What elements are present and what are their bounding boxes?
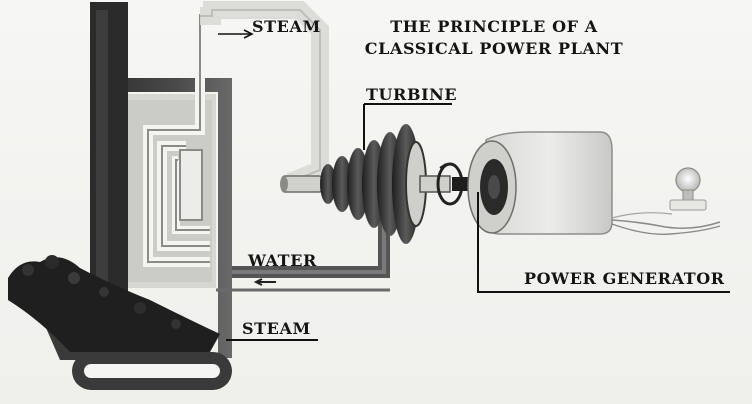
water-label: WATER [247, 251, 317, 270]
diagram-title-line1: THE PRINCIPLE OF A [390, 17, 598, 36]
water-pipe [216, 208, 390, 290]
diagram-title-line2: CLASSICAL POWER PLANT [365, 39, 623, 58]
furnace-grate [72, 352, 232, 390]
light-bulb-icon [670, 168, 706, 210]
output-cable [612, 213, 720, 235]
turbine-label: TURBINE [366, 85, 457, 104]
power-generator [468, 132, 612, 234]
steam-top-label: STEAM [252, 17, 321, 36]
steam-bottom-label: STEAM [242, 319, 311, 338]
power-generator-label: POWER GENERATOR [524, 269, 725, 288]
